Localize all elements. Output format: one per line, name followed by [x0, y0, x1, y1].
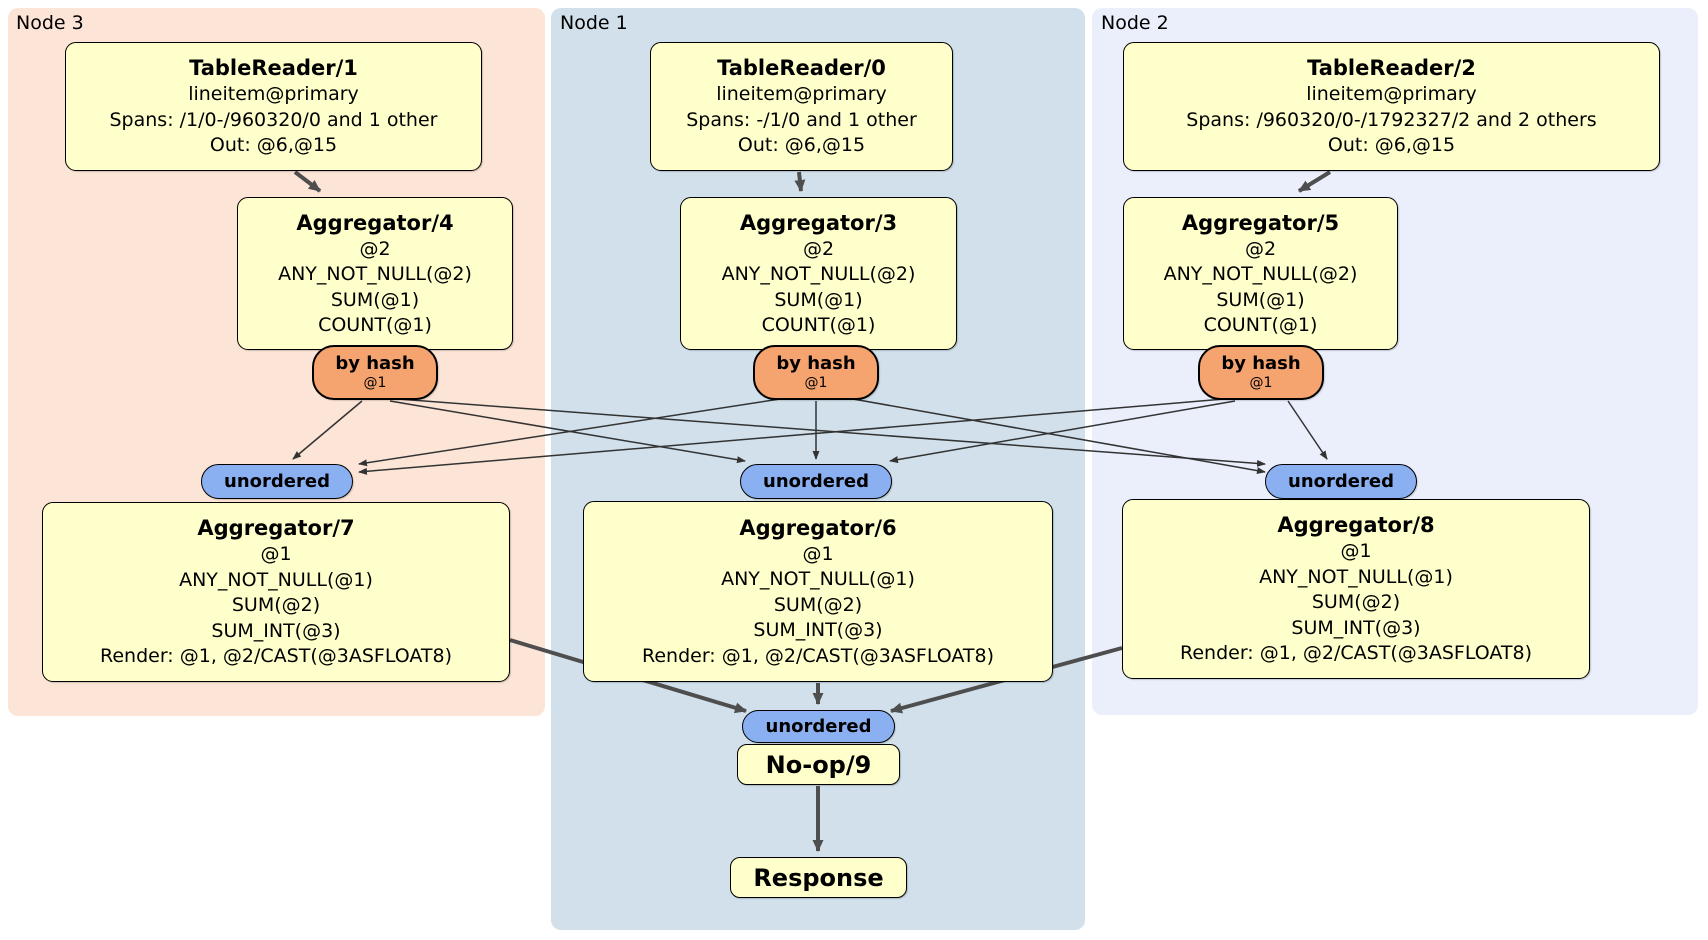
aggregator-4-expr: ANY_NOT_NULL(@2): [278, 263, 472, 285]
aggregator-5-group: @2: [1244, 237, 1277, 260]
aggregator-7: Aggregator/7 @1 ANY_NOT_NULL(@1) SUM(@2)…: [42, 502, 510, 682]
tablereader-2: TableReader/2 lineitem@primary Spans: /9…: [1123, 42, 1660, 171]
stream-r1-s2: [852, 398, 1266, 475]
aggregator-7-expr: ANY_NOT_NULL(@1): [179, 568, 373, 591]
hash-router-node2-label: by hash: [1221, 353, 1301, 374]
aggregator-5: Aggregator/5 @2 ANY_NOT_NULL(@2) SUM(@1)…: [1123, 197, 1398, 350]
stream-r2-s3: [358, 398, 1225, 475]
tablereader-0: TableReader/0 lineitem@primary Spans: -/…: [650, 42, 953, 171]
stream-r2-s2: [1287, 400, 1328, 460]
tablereader-1-out: Out: @6,@15: [209, 134, 338, 157]
node3-label: Node 3: [16, 12, 84, 34]
aggregator-3-expr: ANY_NOT_NULL(@2): [721, 263, 916, 285]
aggregator-7-title: Aggregator/7: [197, 516, 355, 541]
aggregator-4-expr: COUNT(@1): [318, 314, 432, 336]
aggregator-6-expr: ANY_NOT_NULL(@1): [721, 568, 915, 591]
node2-label: Node 2: [1101, 12, 1169, 34]
tablereader-2-spans: Spans: /960320/0-/1792327/2 and 2 others: [1186, 108, 1597, 131]
unordered-sync-final-label: unordered: [765, 715, 872, 737]
aggregator-6-group: @1: [802, 542, 834, 565]
aggregator-3-title: Aggregator/3: [739, 210, 898, 235]
unordered-sync-final: unordered: [742, 710, 895, 743]
tablereader-0-index: lineitem@primary: [716, 83, 887, 106]
hash-router-node1-label: by hash: [776, 353, 856, 374]
hash-router-node3-label: by hash: [335, 353, 415, 374]
aggregator-4-group: @2: [359, 237, 391, 260]
tablereader-1-title: TableReader/1: [189, 56, 358, 81]
aggregator-7-expr: SUM_INT(@3): [211, 619, 341, 642]
aggregator-3: Aggregator/3 @2 ANY_NOT_NULL(@2) SUM(@1)…: [680, 197, 957, 350]
aggregator-5-expr: ANY_NOT_NULL(@2): [1163, 263, 1358, 285]
response-title: Response: [753, 863, 884, 892]
stream-r3-s3: [292, 400, 363, 460]
hash-router-node1-detail: @1: [804, 375, 828, 391]
aggregator-6-expr: SUM_INT(@3): [753, 619, 883, 642]
unordered-sync-node2-label: unordered: [1288, 470, 1394, 492]
aggregator-6: Aggregator/6 @1 ANY_NOT_NULL(@1) SUM(@2)…: [583, 501, 1053, 682]
stream-r1-s3: [358, 398, 781, 467]
hash-router-node2: by hash @1: [1198, 345, 1324, 400]
response-box: Response: [730, 857, 907, 898]
tablereader-1: TableReader/1 lineitem@primary Spans: /1…: [65, 42, 482, 171]
aggregator-6-expr: SUM(@2): [773, 593, 863, 616]
edge-tr1-agg4: [293, 170, 322, 193]
aggregator-3-expr: COUNT(@1): [761, 314, 876, 336]
tablereader-2-index: lineitem@primary: [1306, 83, 1477, 106]
aggregator-8-render: Render: @1, @2/CAST(@3ASFLOAT8): [1180, 642, 1532, 665]
hash-router-node3: by hash @1: [312, 345, 438, 400]
aggregator-3-expr: SUM(@1): [774, 288, 863, 311]
stream-edges: [292, 398, 1328, 475]
stream-r2-s1: [889, 400, 1236, 464]
aggregator-5-expr: SUM(@1): [1216, 288, 1305, 311]
hash-router-node2-detail: @1: [1249, 375, 1273, 391]
tablereader-1-index: lineitem@primary: [188, 83, 359, 106]
unordered-sync-node2: unordered: [1265, 464, 1417, 499]
aggregator-8-expr: SUM_INT(@3): [1291, 616, 1421, 639]
aggregator-4: Aggregator/4 @2 ANY_NOT_NULL(@2) SUM(@1)…: [237, 197, 513, 350]
aggregator-7-expr: SUM(@2): [231, 594, 321, 617]
aggregator-6-render: Render: @1, @2/CAST(@3ASFLOAT8): [642, 644, 994, 667]
aggregator-5-expr: COUNT(@1): [1203, 314, 1318, 336]
edge-tr0-agg3: [794, 171, 806, 192]
aggregator-8-title: Aggregator/8: [1277, 513, 1435, 538]
unordered-sync-node1: unordered: [740, 464, 892, 499]
hash-router-node1: by hash @1: [753, 345, 879, 400]
aggregator-8-expr: ANY_NOT_NULL(@1): [1259, 565, 1453, 588]
node1-label: Node 1: [560, 12, 628, 34]
aggregator-8-expr: SUM(@2): [1311, 591, 1401, 614]
tablereader-1-spans: Spans: /1/0-/960320/0 and 1 other: [109, 108, 438, 131]
aggregator-6-title: Aggregator/6: [739, 515, 897, 540]
stream-r3-s1: [389, 400, 746, 464]
noop-title: No-op/9: [765, 750, 872, 779]
tablereader-0-title: TableReader/0: [717, 56, 886, 81]
noop-processor: No-op/9: [737, 744, 900, 785]
tablereader-2-out: Out: @6,@15: [1327, 134, 1456, 157]
aggregator-5-title: Aggregator/5: [1181, 210, 1340, 235]
aggregator-7-render: Render: @1, @2/CAST(@3ASFLOAT8): [100, 645, 452, 668]
aggregator-7-group: @1: [260, 543, 292, 566]
unordered-sync-node1-label: unordered: [763, 470, 869, 492]
aggregator-8: Aggregator/8 @1 ANY_NOT_NULL(@1) SUM(@2)…: [1122, 499, 1590, 679]
hash-router-node3-detail: @1: [363, 375, 387, 391]
aggregator-8-group: @1: [1340, 540, 1372, 563]
tablereader-0-spans: Spans: -/1/0 and 1 other: [686, 108, 917, 131]
unordered-sync-node3: unordered: [201, 464, 353, 499]
aggregator-4-expr: SUM(@1): [330, 288, 420, 311]
edge-tr2-agg5: [1297, 170, 1332, 193]
aggregator-3-group: @2: [802, 237, 835, 260]
aggregator-4-title: Aggregator/4: [296, 210, 454, 235]
tablereader-2-title: TableReader/2: [1307, 56, 1476, 81]
tablereader-0-out: Out: @6,@15: [737, 134, 866, 157]
unordered-sync-node3-label: unordered: [224, 470, 330, 492]
